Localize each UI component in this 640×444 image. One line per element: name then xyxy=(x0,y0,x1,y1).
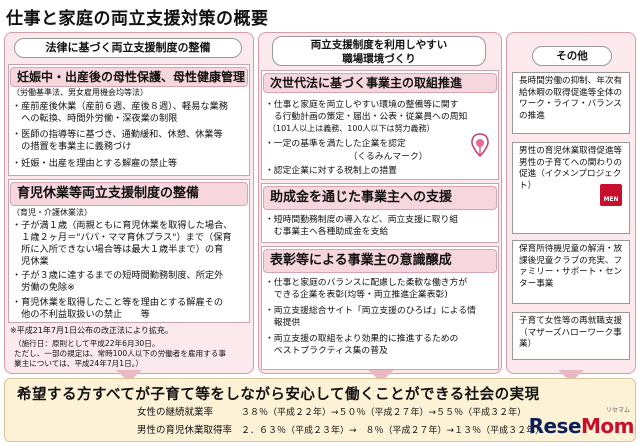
legal-framework-header: 法律に基づく両立支援制度の整備 xyxy=(14,38,242,58)
amendment-note: ※平成21年7月1日公布の改正法により拡充。 xyxy=(10,326,173,335)
enforcement-note-3: 業主については、平成24年7月1日。） xyxy=(14,359,144,368)
logo-part-1: Rese xyxy=(528,414,582,438)
ikumen-logo-icon: MEN xyxy=(600,184,622,206)
other-measures-header: その他 xyxy=(532,46,612,66)
childcare-item-1c: 所に入所できない場合等は最大１歳半まで）の育 xyxy=(12,244,224,255)
ikumen-logo-text: MEN xyxy=(603,196,619,203)
workplace-environment-header: 両立支援制度を利用しやすい 職場環境づくり xyxy=(272,36,486,66)
childcare-item-3: ・育児休業を取得したこと等を理由とする解雇その xyxy=(12,297,224,308)
maternity-item-3: ・妊娠・出産を理由とする解雇の禁止等 xyxy=(12,158,178,169)
ngact-item-1c: （101人以上は義務、100人以下は努力義務） xyxy=(268,124,435,133)
maternity-item-2b: の措置を事業主に義務づけ xyxy=(12,141,132,152)
childcare-support-box: 保育所待機児童の解消・放課後児童クラブの充実、ファミリー・サポート・センター事業 xyxy=(512,240,630,304)
maternity-protection-title: 妊娠中・出産後の母性保護、母性健康管理 xyxy=(10,67,248,87)
awards-item-1b: できる企業を表彰(均等・両立推進企業表彰) xyxy=(265,290,448,300)
resemom-logo: ReseMom xyxy=(528,414,635,438)
goal-banner: 希望する方すべてが子育て等をしながら安心して働くことができる社会の実現 xyxy=(17,387,540,403)
ngact-item-2: ・一定の基準を満たした企業を認定 xyxy=(265,139,406,149)
resemom-logo-subtitle: リセマム xyxy=(605,407,630,414)
awards-title: 表彰等による事業主の意識醸成 xyxy=(263,249,497,273)
childcare-item-1: ・子が満１歳（両親ともに育児休業を取得した場合、 xyxy=(12,220,233,231)
female-employment-value: ３８％（平成２２年）→５０％（平成２７年）→５５％（平成３２年） xyxy=(241,408,527,418)
male-leave-label: 男性の育児休業取得率 xyxy=(137,425,233,436)
awards-item-1: ・仕事と家庭のバランスに配慮した柔軟な働き方が xyxy=(265,278,468,288)
childcare-leave-law: （育児・介護休業法） xyxy=(12,208,92,217)
subsidy-title: 助成金を通じた事業主への支援 xyxy=(263,186,497,210)
female-employment-label: 女性の継続就業率 xyxy=(137,407,214,418)
childcare-item-1b: １歳２ヶ月＝"パパ・ママ育休プラス"）まで（保育 xyxy=(12,232,232,243)
subsidy-item-1: ・短時間勤務制度の導入など、両立支援に取り組 xyxy=(265,215,459,225)
ngact-item-2b: （くるみんマーク） xyxy=(265,152,428,162)
workplace-header-line1: 両立支援制度を利用しやすい xyxy=(310,39,448,51)
reemployment-box: 子育て女性等の再就職支援（マザーズハローワーク事業） xyxy=(512,312,630,360)
awards-item-2: ・両立支援総合サイト「両立支援のひろば」による情 xyxy=(265,306,476,316)
childcare-item-2: ・子が３歳に達するまでの短時間勤務制度、所定外 xyxy=(12,270,224,281)
maternity-item-2: ・医師の指導等に基づき、通勤緩和、休憩、休業等 xyxy=(12,129,223,140)
childcare-item-3b: 他の不利益取扱いの禁止 等 xyxy=(12,309,150,320)
work-life-balance-box: 長時間労働の抑制、年次有給休暇の取得促進等全体のワーク・ライフ・バランスの推進 xyxy=(512,72,630,134)
maternity-protection-law: （労働基準法、男女雇用機会均等法） xyxy=(12,88,148,97)
next-generation-act-title: 次世代法に基づく事業主の取組推進 xyxy=(263,73,497,93)
ngact-item-1b: る行動計画の策定・届出・公表・従業員への周知 xyxy=(265,112,468,122)
workplace-header-line2: 職場環境づくり xyxy=(342,53,416,65)
awards-item-3: ・両立支援の取組をより効果的に推進するための xyxy=(265,334,459,344)
maternity-item-1b: への転換、時間外労働・深夜業の制限 xyxy=(12,113,178,124)
awards-item-3b: ベストプラクティス集の普及 xyxy=(265,346,388,356)
enforcement-note-2: ただし、一部の規定は、常時100人以下の労働者を雇用する事 xyxy=(14,349,226,358)
goal-footer: 希望する方すべてが子育て等をしながら安心して働くことができる社会の実現 女性の継… xyxy=(4,378,636,442)
awards-item-2b: 報提供 xyxy=(265,318,301,328)
ngact-item-1: ・仕事と家庭を両立しやすい環境の整備等に関す xyxy=(265,100,459,110)
page-title: 仕事と家庭の両立支援対策の概要 xyxy=(6,9,269,29)
kurumin-mark-icon xyxy=(471,133,489,158)
logo-part-2: Mom xyxy=(581,414,634,438)
childcare-item-2b: 労働の免除※ xyxy=(12,282,75,293)
childcare-leave-title: 育児休業等両立支援制度の整備 xyxy=(10,182,248,206)
ngact-item-3: ・認定企業に対する税制上の措置 xyxy=(265,166,397,176)
subsidy-item-1b: む事業主へ各種助成金を支給 xyxy=(265,227,389,237)
enforcement-note-1: （施行日：原則として平成22年6月30日。 xyxy=(14,339,160,348)
childcare-item-1d: 児休業 xyxy=(12,256,49,267)
male-leave-value: ２．６３％（平成２３年）→ ８％（平成２７年）→１３％（平成３２年） xyxy=(241,426,545,436)
maternity-item-1: ・産前産後休業（産前６週、産後８週）、軽易な業務 xyxy=(12,101,228,112)
